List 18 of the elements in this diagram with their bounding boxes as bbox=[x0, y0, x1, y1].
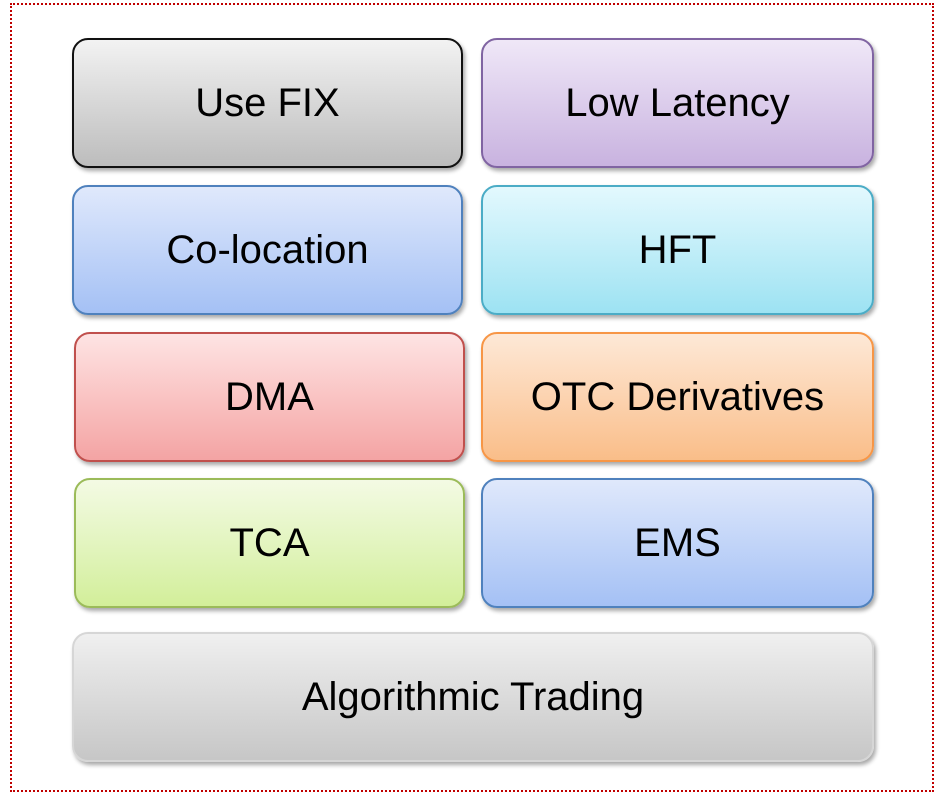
box-label: HFT bbox=[638, 227, 716, 274]
box-label: EMS bbox=[634, 520, 721, 567]
rounded-box bbox=[74, 332, 465, 462]
rounded-box bbox=[481, 185, 874, 315]
rounded-box bbox=[481, 478, 874, 608]
rounded-box bbox=[72, 632, 874, 762]
rounded-box bbox=[74, 478, 465, 608]
rounded-box bbox=[481, 332, 874, 462]
box-label: Algorithmic Trading bbox=[302, 674, 644, 721]
box-label: TCA bbox=[230, 520, 310, 567]
rounded-box bbox=[72, 185, 463, 315]
rounded-box bbox=[72, 38, 463, 168]
box-label: Low Latency bbox=[565, 80, 790, 127]
box-label: Co-location bbox=[166, 227, 369, 274]
box-label: OTC Derivatives bbox=[530, 374, 824, 421]
box-label: DMA bbox=[225, 374, 314, 421]
rounded-box bbox=[481, 38, 874, 168]
box-label: Use FIX bbox=[195, 80, 340, 127]
